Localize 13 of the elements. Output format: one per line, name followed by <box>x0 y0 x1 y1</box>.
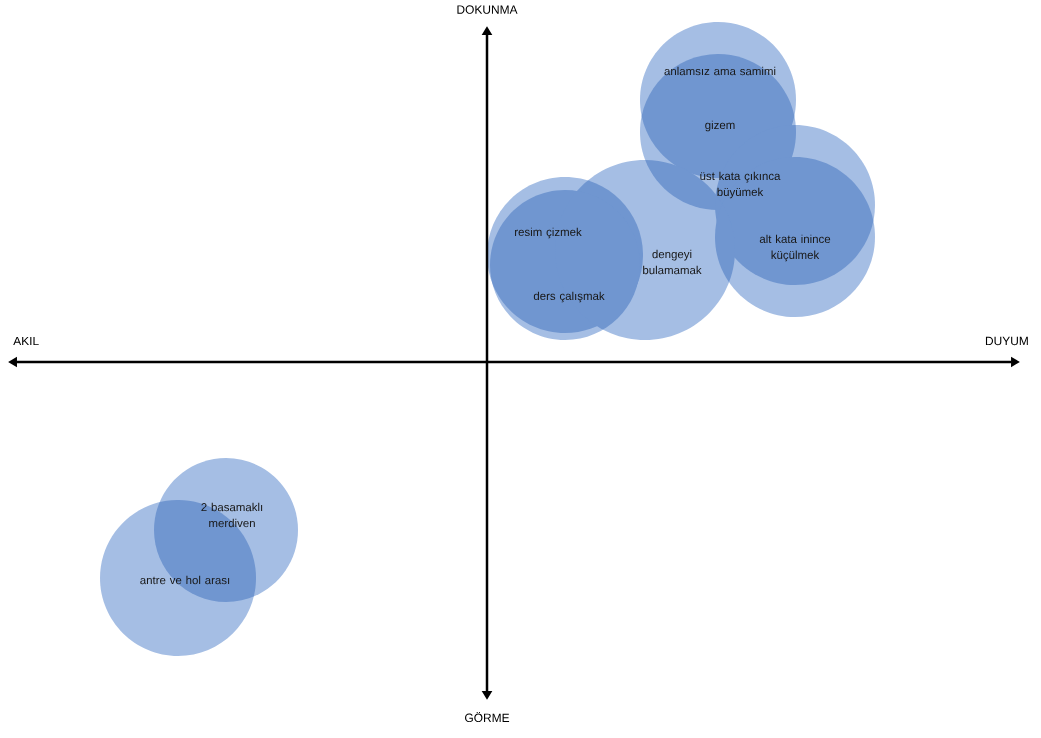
bubble-label: ders çalışmak <box>533 291 605 303</box>
bubble-label: üst kata çıkınca büyümek <box>700 171 781 199</box>
bubble-label: anlamsız ama samimi <box>664 66 776 76</box>
axis-label: GÖRME <box>465 711 510 723</box>
bubble-label: 2 basamaklı merdiven <box>201 502 263 528</box>
axis-label: AKIL <box>13 336 39 346</box>
bubble-label: resim çizmek <box>515 227 582 239</box>
bubble-label: dengeyi bulamamak <box>643 249 702 275</box>
bubble-label: alt kata inince küçülmek <box>759 234 831 262</box>
axis-label: DOKUNMA <box>457 5 518 14</box>
bubble-label: gizem <box>705 120 735 132</box>
axis-label: DUYUM <box>985 336 1028 346</box>
bubble-label: antre ve hol arası <box>140 575 230 585</box>
